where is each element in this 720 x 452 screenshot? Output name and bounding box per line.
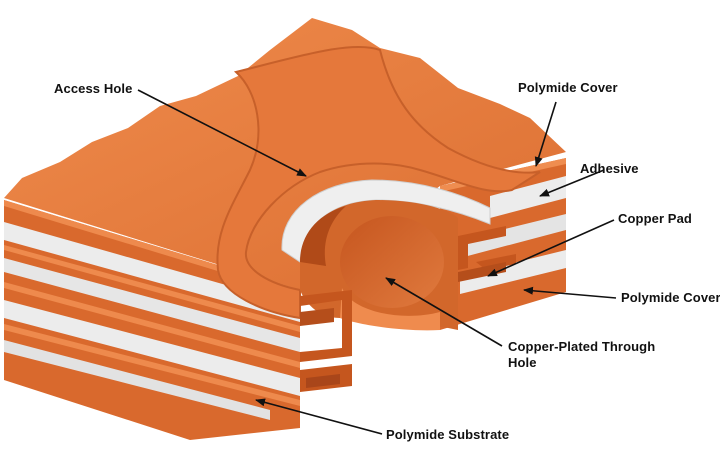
substrate-layer: [4, 300, 300, 396]
leader-polymide-cover-top: [534, 101, 557, 167]
adhesive-right-1: [490, 176, 566, 218]
adhesive-layer-3: [4, 340, 270, 420]
label-polymide-substrate: Polymide Substrate: [386, 427, 510, 442]
copper-pad-right-upper: [458, 226, 506, 270]
leader-access-hole: [137, 89, 307, 177]
leader-polymide-cover-bottom: [523, 286, 617, 299]
adhesive-layer-2: [4, 258, 300, 352]
adhesive-right-2: [460, 214, 566, 258]
leader-lines: [137, 89, 617, 435]
label-polymide-cover-top: Polymide Cover: [518, 80, 618, 95]
label-access-hole: Access Hole: [54, 81, 133, 96]
leader-polymide-substrate: [255, 398, 383, 435]
adhesive-layer-1: [4, 222, 300, 322]
label-through-hole-line2: Hole: [508, 355, 537, 370]
label-through-hole-line1: Copper-Plated Through: [508, 339, 656, 354]
leader-through-hole: [385, 277, 503, 347]
substrate-right: [460, 250, 566, 294]
label-adhesive: Adhesive: [580, 161, 639, 176]
leader-copper-pad: [487, 219, 615, 277]
label-copper-plated-through-hole: Copper-Plated Through Hole: [508, 339, 668, 371]
copper-pad-left: [300, 290, 352, 392]
label-polymide-cover-bottom: Polymide Cover: [621, 290, 720, 305]
leader-adhesive: [539, 169, 605, 197]
label-copper-pad: Copper Pad: [618, 211, 692, 226]
access-hole-rim: [216, 45, 541, 320]
